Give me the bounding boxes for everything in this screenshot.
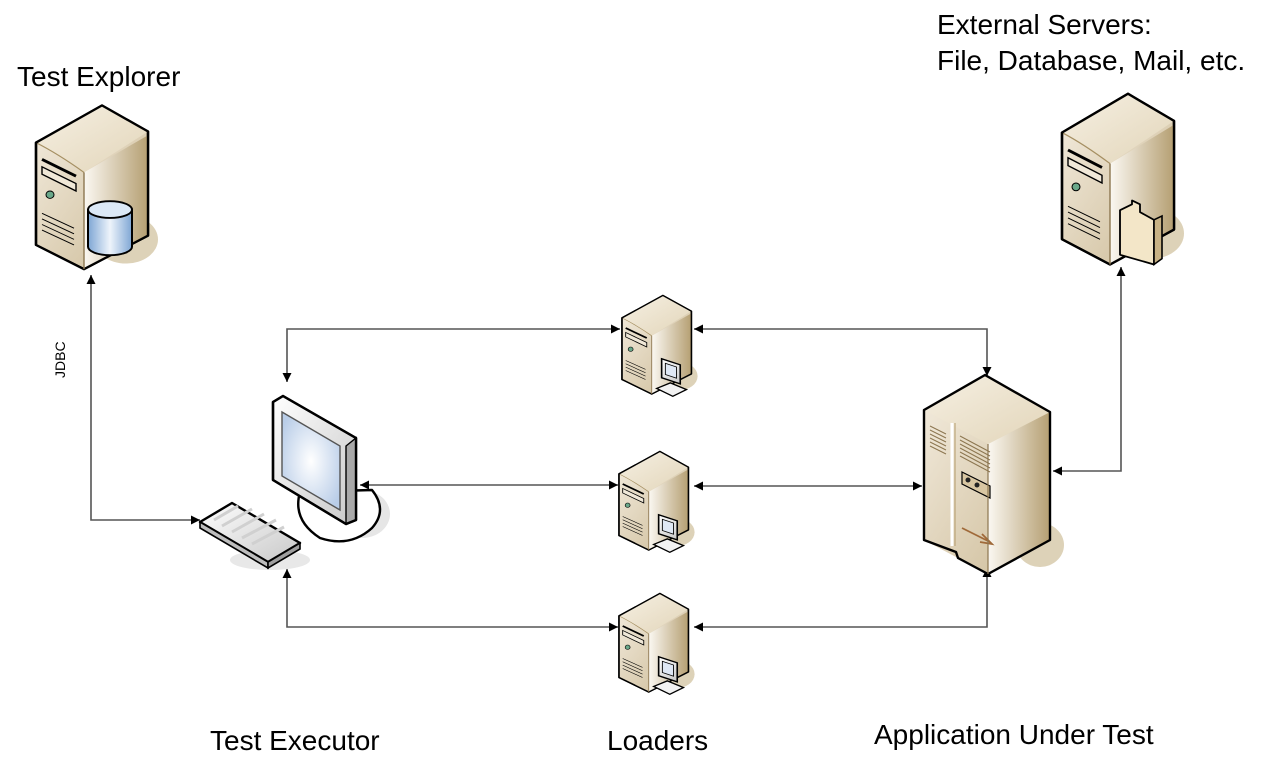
edge-jdbc: [86, 275, 200, 525]
edge-aut-external: [1053, 267, 1126, 476]
client-server-icon: [621, 294, 699, 398]
aut-node[interactable]: [922, 373, 1064, 576]
external-servers-label-line2: File, Database, Mail, etc.: [937, 45, 1246, 76]
edge-loader3-aut: [694, 568, 992, 632]
test-executor-node[interactable]: [198, 394, 390, 570]
workstation-icon: [198, 394, 390, 570]
aut-label: Application Under Test: [874, 719, 1154, 750]
client-server-icon: [618, 450, 696, 554]
test-executor-label: Test Executor: [210, 725, 380, 756]
loader-node-3[interactable]: [618, 592, 696, 696]
file-server-icon: [1060, 92, 1186, 267]
edge-executor-loader1: [282, 324, 620, 382]
database-server-icon: [34, 103, 160, 271]
client-server-icon: [618, 592, 696, 696]
jdbc-edge-label: JDBC: [52, 341, 68, 378]
loader-node-2[interactable]: [618, 450, 696, 554]
mainframe-server-icon: [922, 373, 1064, 576]
edge-executor-loader3: [282, 569, 618, 632]
loader-node-1[interactable]: [621, 294, 699, 398]
edge-loader1-aut: [694, 324, 992, 376]
external-servers-node[interactable]: [1060, 92, 1186, 267]
loaders-label: Loaders: [607, 725, 709, 756]
test-explorer-node[interactable]: [34, 103, 160, 271]
connectors: [86, 267, 1126, 632]
test-explorer-label: Test Explorer: [17, 61, 181, 92]
external-servers-label-line1: External Servers:: [937, 9, 1152, 40]
